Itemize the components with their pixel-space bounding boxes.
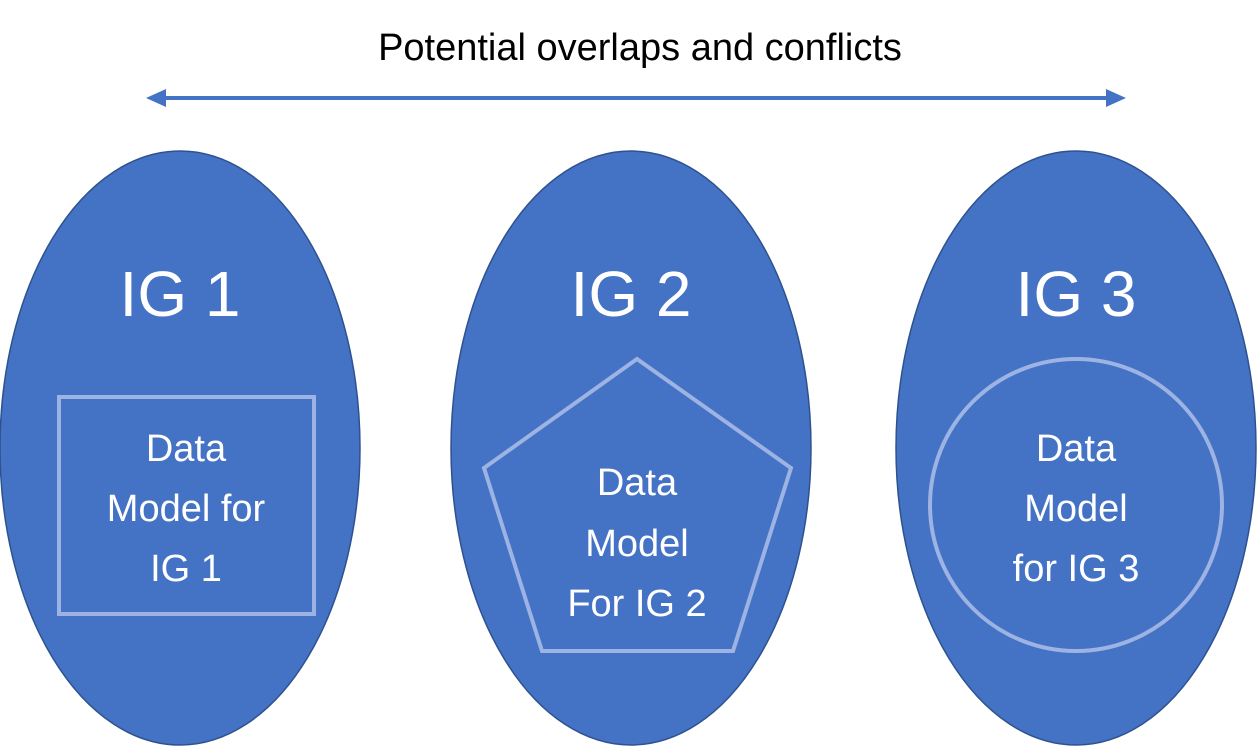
data-model-rectangle bbox=[57, 395, 316, 616]
data-model-ig-1-line-2: Model for bbox=[107, 488, 266, 530]
diagram-title: Potential overlaps and conflicts bbox=[378, 27, 902, 69]
group-title-ig-3: IG 3 bbox=[1016, 258, 1137, 330]
data-model-ig-3-line-3: for IG 3 bbox=[1013, 548, 1140, 590]
implementation-guide-3: IG 3 Data Model for IG 3 bbox=[895, 150, 1257, 746]
data-model-pentagon bbox=[481, 356, 794, 653]
group-ellipse-ig-3 bbox=[895, 150, 1257, 746]
implementation-guide-1: IG 1 Data Model for IG 1 bbox=[0, 150, 361, 746]
group-ellipse-ig-1 bbox=[0, 150, 361, 746]
group-title-ig-1: IG 1 bbox=[120, 258, 241, 330]
group-ellipse-ig-2 bbox=[450, 150, 812, 746]
overlap-arrow bbox=[146, 89, 1126, 107]
arrow-left-head bbox=[146, 89, 166, 107]
implementation-guide-2: IG 2 Data Model For IG 2 bbox=[450, 150, 812, 746]
data-model-ig-1-line-3: IG 1 bbox=[150, 548, 222, 590]
data-model-circle bbox=[928, 357, 1224, 653]
data-model-ig-3-line-1: Data bbox=[1036, 428, 1117, 470]
group-title-ig-2: IG 2 bbox=[571, 258, 692, 330]
data-model-ig-2-line-1: Data bbox=[597, 462, 678, 504]
arrow-right-head bbox=[1106, 89, 1126, 107]
data-model-ig-2-line-2: Model bbox=[585, 523, 689, 565]
data-model-ig-2-line-3: For IG 2 bbox=[567, 583, 706, 625]
data-model-ig-1-line-1: Data bbox=[146, 428, 227, 470]
data-model-ig-3-line-2: Model bbox=[1024, 488, 1128, 530]
